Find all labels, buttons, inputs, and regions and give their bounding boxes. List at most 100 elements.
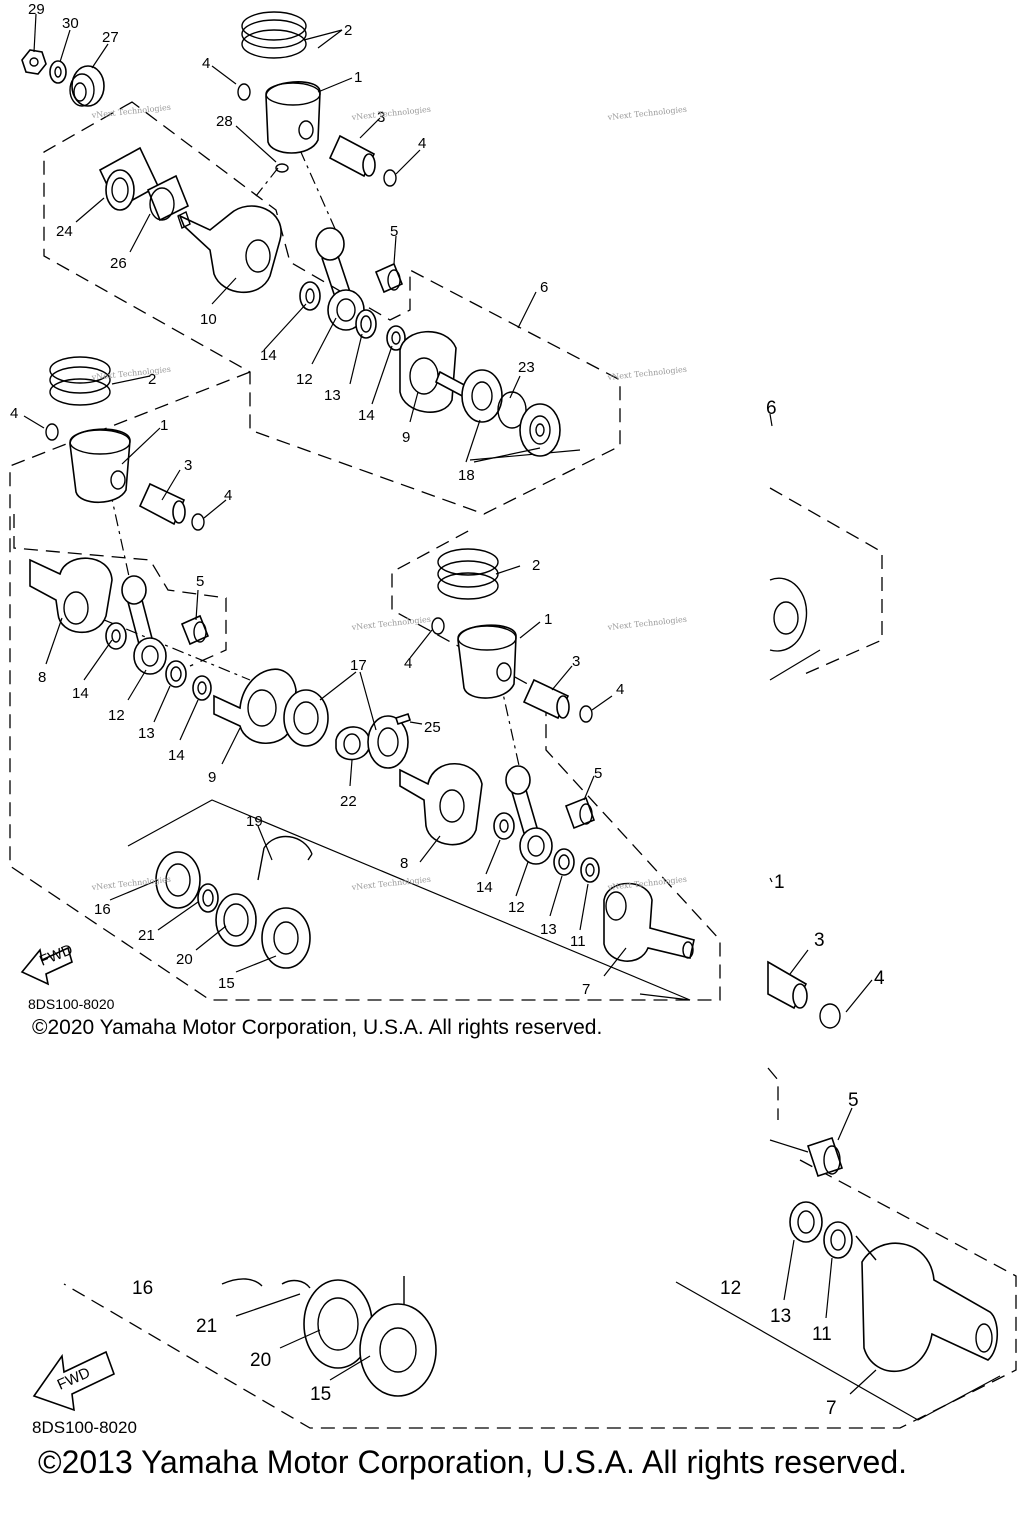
bearing-13c (553, 848, 575, 876)
crank-half-9b (213, 668, 297, 745)
crank-half-8b (399, 762, 483, 846)
zoom-callout-21: 21 (196, 1316, 217, 1337)
seal-19 (257, 835, 313, 881)
bracket-crank-assembly (127, 799, 691, 1001)
washer-14a (299, 281, 321, 311)
bearing-17b (367, 715, 409, 769)
copyright-top: ©2020 Yamaha Motor Corporation, U.S.A. A… (32, 1016, 603, 1039)
callout-1b: 1 (160, 417, 168, 434)
piston-ring-set-right (437, 548, 499, 600)
callout-22: 22 (340, 793, 357, 810)
callout-20a: 20 (176, 951, 193, 968)
bearing-17a (283, 689, 329, 747)
zoom-bushing-5 (806, 1136, 844, 1178)
zoom-callout-6: 6 (766, 398, 777, 419)
bearing-24 (98, 146, 160, 211)
zoom-lower-left-parts (221, 1276, 437, 1397)
seal-20a (215, 893, 257, 947)
washer-14e (493, 812, 515, 840)
callout-9a: 9 (402, 429, 410, 446)
zoom-wrist-pin-3 (767, 960, 808, 1010)
callout-9b: 9 (208, 769, 216, 786)
circlip-4c (45, 423, 59, 441)
zoom-crank-half-7 (855, 1235, 999, 1372)
callout-21a: 21 (138, 927, 155, 944)
callout-14d: 14 (168, 747, 185, 764)
zoom-washer-11 (823, 1221, 853, 1259)
washer-11a (580, 857, 600, 883)
circlip-4a (237, 83, 251, 101)
piston-mid (69, 428, 131, 503)
washer-14c (105, 622, 127, 650)
centerline-4 (79, 609, 251, 681)
bearing-13a (355, 309, 377, 339)
centerline-2 (109, 489, 133, 591)
callout-5a: 5 (390, 223, 398, 240)
callout-6a: 6 (540, 279, 548, 296)
bracket-zoom-crank (675, 1281, 1001, 1421)
piston-right (457, 624, 517, 699)
copyright-bottom: ©2013 Yamaha Motor Corporation, U.S.A. A… (38, 1444, 908, 1480)
conrod-mid (121, 575, 167, 675)
svg-text:vNext Technologies: vNext Technologies (90, 103, 171, 120)
leader-lines (23, 13, 877, 1395)
bearing-13b (165, 660, 187, 688)
svg-text:vNext Technologies: vNext Technologies (350, 615, 431, 632)
bushing-5b (180, 614, 210, 646)
fwd-arrow-large-icon: FWD (32, 1350, 116, 1412)
circlip-4f (579, 705, 593, 723)
zoom-bearing-13 (789, 1201, 823, 1243)
wrist-pin-3c (522, 678, 570, 720)
pin-25 (394, 712, 412, 726)
callout-10: 10 (200, 311, 217, 328)
callout-4d: 4 (224, 487, 232, 504)
crank-half-7a (603, 882, 695, 962)
callout-18: 18 (458, 467, 475, 484)
zoom-callout-4: 4 (874, 968, 885, 989)
callout-4e: 4 (404, 655, 412, 672)
svg-text:vNext Technologies: vNext Technologies (350, 105, 431, 122)
callout-4a: 4 (202, 55, 210, 72)
zoom-circlip-4 (819, 1003, 841, 1029)
callout-7a: 7 (582, 981, 590, 998)
callout-30: 30 (62, 15, 79, 32)
zoom-callout-15: 15 (310, 1384, 331, 1405)
callout-12a: 12 (296, 371, 313, 388)
circlip-4e (431, 617, 445, 635)
callout-12b: 12 (108, 707, 125, 724)
callout-24: 24 (56, 223, 73, 240)
group-outline-upper (43, 101, 621, 515)
callout-17: 17 (350, 657, 367, 674)
svg-text:vNext Technologies: vNext Technologies (606, 365, 687, 382)
crank-half-9a (399, 330, 472, 413)
callout-5b: 5 (196, 573, 204, 590)
callout-1c: 1 (544, 611, 552, 628)
piston-upper (265, 81, 321, 154)
bearing-18a (461, 369, 503, 423)
zoom-callout-20: 20 (250, 1350, 271, 1371)
zoom-callout-7: 7 (826, 1398, 837, 1419)
zoom-bearing-right (769, 577, 808, 652)
bracket-zoom-lower (769, 649, 821, 1153)
callout-26: 26 (110, 255, 127, 272)
callout-19: 19 (246, 813, 263, 830)
conrod-upper (315, 227, 365, 331)
piston-ring-set-upper (241, 11, 307, 59)
crank-half-8a (29, 557, 113, 634)
nut-29 (21, 49, 47, 75)
callout-4c: 4 (10, 405, 18, 422)
sleeve-26 (146, 174, 190, 222)
callout-13a: 13 (324, 387, 341, 404)
callout-13c: 13 (540, 921, 557, 938)
diagram-code-top: 8DS100-8020 (28, 996, 115, 1012)
crank-half-10 (177, 205, 282, 294)
spacer-22 (335, 726, 371, 761)
callout-15a: 15 (218, 975, 235, 992)
zoom-callout-16: 16 (132, 1278, 153, 1299)
fwd-arrow-icon: FWD (20, 941, 75, 986)
washer-30 (49, 60, 67, 84)
callout-14e: 14 (476, 879, 493, 896)
bearing-18b (519, 403, 561, 457)
